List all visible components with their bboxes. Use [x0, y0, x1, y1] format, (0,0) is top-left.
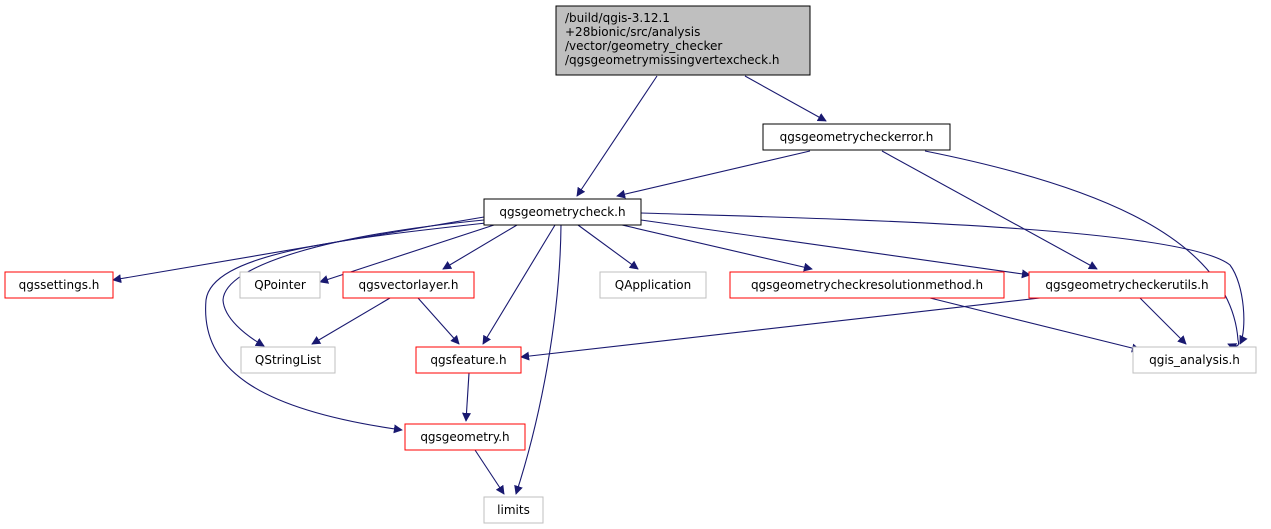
node-label: qgsgeometrycheckresolutionmethod.h: [751, 278, 983, 292]
node-box-check: [483, 198, 642, 226]
edge-check-to-checkerutils: [640, 219, 1031, 279]
node-qpointer[interactable]: QPointer: [239, 271, 321, 299]
edge-check-to-geometry: [205, 222, 487, 434]
node-label: qgsvectorlayer.h: [359, 278, 459, 292]
edge-checkererror-to-analysis: [924, 150, 1240, 352]
node-box-feature: [415, 346, 522, 374]
node-label: qgsgeometrycheckerror.h: [780, 130, 934, 144]
edge-resolution-to-analysis: [929, 297, 1141, 353]
nodes-layer: /build/qgis-3.12.1+28bionic/src/analysis…: [4, 5, 1257, 524]
node-label: QPointer: [254, 278, 306, 292]
node-resolution[interactable]: qgsgeometrycheckresolutionmethod.h: [729, 271, 1005, 299]
node-label: QStringList: [255, 353, 322, 367]
node-limits[interactable]: limits: [483, 496, 544, 524]
node-feature[interactable]: qgsfeature.h: [415, 346, 522, 374]
node-box-checkererror: [762, 123, 951, 151]
node-label-line: /build/qgis-3.12.1: [565, 11, 670, 25]
node-box-qpointer: [239, 271, 321, 299]
node-box-checkerutils: [1028, 271, 1226, 299]
node-label-line: /vector/geometry_checker: [565, 39, 722, 53]
edge-check-to-qapplication: [577, 224, 639, 270]
node-box-vectorlayer: [342, 271, 475, 299]
node-box-limits: [483, 496, 544, 524]
node-settings[interactable]: qgssettings.h: [4, 271, 114, 299]
node-box-qapplication: [599, 271, 707, 299]
node-box-geometry: [404, 423, 526, 451]
node-label: qgssettings.h: [19, 278, 100, 292]
edge-geometry-to-limits: [474, 449, 505, 495]
node-qstringlist[interactable]: QStringList: [240, 346, 336, 374]
node-geometry[interactable]: qgsgeometry.h: [404, 423, 526, 451]
edge-check-to-vectorlayer: [442, 224, 518, 270]
edge-feature-to-geometry: [462, 372, 471, 422]
node-box-qstringlist: [240, 346, 336, 374]
edge-checkererror-to-check: [616, 150, 811, 199]
node-checkerutils[interactable]: qgsgeometrycheckerutils.h: [1028, 271, 1226, 299]
node-qapplication[interactable]: QApplication: [599, 271, 707, 299]
node-label-line: /qgsgeometrymissingvertexcheck.h: [565, 53, 780, 67]
edge-root-to-check: [576, 75, 658, 197]
node-root: /build/qgis-3.12.1+28bionic/src/analysis…: [555, 5, 811, 76]
edge-check-to-feature: [482, 224, 556, 345]
edge-checkererror-to-checkerutils: [881, 150, 1098, 270]
node-label: qgsgeometry.h: [420, 430, 509, 444]
node-checkererror[interactable]: qgsgeometrycheckerror.h: [762, 123, 951, 151]
edge-root-to-checkererror: [744, 75, 827, 122]
node-vectorlayer[interactable]: qgsvectorlayer.h: [342, 271, 475, 299]
edge-checkerutils-to-analysis: [1139, 297, 1187, 345]
edge-check-to-analysis: [640, 212, 1248, 345]
node-analysis[interactable]: qgis_analysis.h: [1132, 346, 1257, 374]
edge-checkerutils-to-feature: [520, 297, 1041, 361]
node-box-root: [555, 5, 811, 76]
edge-vectorlayer-to-feature: [417, 297, 460, 345]
node-box-resolution: [729, 271, 1005, 299]
node-label: qgis_analysis.h: [1149, 353, 1240, 367]
node-label-line: +28bionic/src/analysis: [565, 25, 700, 39]
edge-check-to-limits: [514, 224, 562, 495]
node-label: qgsfeature.h: [430, 353, 506, 367]
node-label: qgsgeometrycheckerutils.h: [1045, 278, 1208, 292]
edge-vectorlayer-to-qstringlist: [311, 297, 391, 345]
edge-check-to-resolution: [621, 224, 813, 272]
node-check[interactable]: qgsgeometrycheck.h: [483, 198, 642, 226]
edges-layer: [112, 75, 1248, 495]
node-box-settings: [4, 271, 114, 299]
node-label: QApplication: [615, 278, 692, 292]
node-label: qgsgeometrycheck.h: [499, 205, 625, 219]
edge-check-to-qstringlist: [222, 219, 485, 347]
node-label: limits: [497, 503, 530, 517]
node-box-analysis: [1132, 346, 1257, 374]
